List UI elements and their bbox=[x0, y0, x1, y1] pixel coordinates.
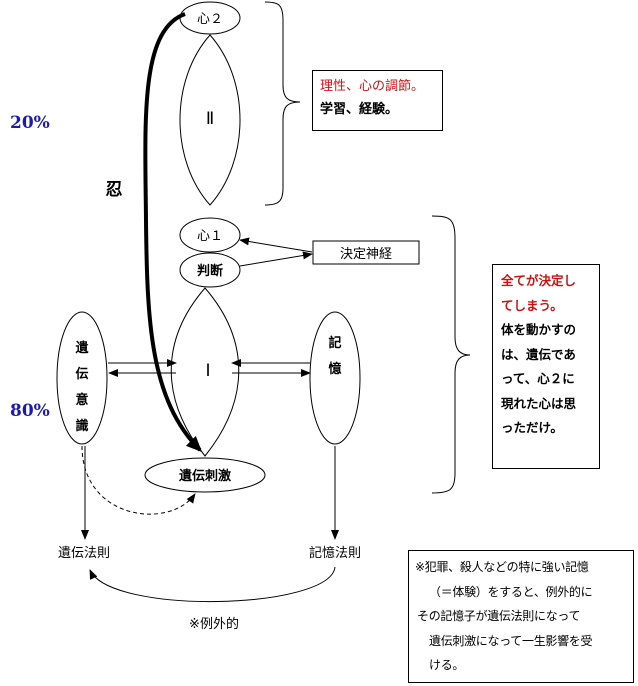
iden-ishiki-char: 遺 bbox=[75, 341, 89, 356]
lens-1 bbox=[170, 287, 240, 457]
iden-ishiki-char: 識 bbox=[75, 419, 89, 434]
kioku-char: 憶 bbox=[328, 362, 342, 377]
reason-line-1: 理性、心の調節。 bbox=[320, 79, 425, 94]
dashed-curve-arrow bbox=[81, 445, 196, 515]
determined-line: って、心２に bbox=[501, 371, 575, 386]
roman-1-label: Ⅰ bbox=[205, 361, 210, 381]
iden-ishiki-node bbox=[56, 311, 108, 445]
kokoro1-label: 心１ bbox=[197, 229, 223, 244]
note-line: ける。 bbox=[429, 658, 465, 672]
kettei-label: 決定神経 bbox=[340, 247, 392, 262]
kokoro1-node bbox=[179, 217, 241, 253]
lens-2 bbox=[179, 34, 241, 206]
handan-label: 判断 bbox=[197, 263, 223, 279]
reigaiteki-label: ※例外的 bbox=[189, 616, 239, 632]
iden-shigeki-node bbox=[144, 457, 266, 493]
determined-line: 現れた心は思 bbox=[501, 395, 577, 411]
nin-label: 忍 bbox=[106, 180, 123, 200]
kioku-label: 記 憶 bbox=[325, 331, 345, 383]
note-line: その記憶子が遺伝法則になって bbox=[417, 609, 581, 623]
note-line: 遺伝刺激になって一生影響を受 bbox=[429, 633, 593, 648]
lower-brace bbox=[431, 215, 471, 494]
note-line: （＝体験）をすると、例外的に bbox=[429, 584, 593, 599]
kioku-node bbox=[309, 311, 361, 445]
handan-node bbox=[179, 252, 241, 288]
determined-box: 全てが決定し てしまう。 体を動かすの は、遺伝であ って、心２に 現れた心は思… bbox=[492, 264, 600, 469]
iden-shigeki-label: 遺伝刺激 bbox=[178, 468, 232, 484]
iden-ishiki-char: 意 bbox=[75, 393, 89, 408]
kokoro2-label: 心２ bbox=[197, 12, 223, 27]
note-line: ※犯罪、殺人などの特に強い記憶 bbox=[415, 560, 589, 574]
percent-bottom-label: 80% bbox=[10, 401, 50, 421]
exception-curve-arrow bbox=[89, 566, 336, 602]
nin-thick-arrow bbox=[143, 12, 203, 453]
determined-line: っただけ。 bbox=[501, 420, 563, 435]
determined-red-2: てしまう。 bbox=[501, 297, 563, 313]
iden-hosoku-label: 遺伝法則 bbox=[58, 546, 110, 561]
kioku-char: 記 bbox=[328, 336, 342, 351]
reason-box: 理性、心の調節。 学習、経験。 bbox=[312, 70, 443, 131]
determined-red-1: 全てが決定し bbox=[501, 273, 577, 288]
determined-line: 体を動かすの bbox=[501, 322, 577, 337]
upper-brace bbox=[264, 1, 301, 206]
kettei-box bbox=[312, 240, 420, 265]
kettei-to-kokoro1-arrow bbox=[239, 237, 313, 253]
kioku-hosoku-label: 記憶法則 bbox=[309, 545, 361, 561]
percent-top-label: 20% bbox=[10, 113, 50, 133]
reason-line-2: 学習、経験。 bbox=[320, 102, 399, 117]
handan-to-kettei-arrow bbox=[239, 251, 313, 267]
iden-ishiki-label: 遺 伝 意 識 bbox=[72, 336, 92, 440]
roman-2-label: Ⅱ bbox=[206, 109, 214, 129]
iden-ishiki-char: 伝 bbox=[75, 367, 89, 382]
note-box: ※犯罪、殺人などの特に強い記憶 （＝体験）をすると、例外的に その記憶子が遺伝法… bbox=[408, 550, 634, 683]
determined-line: は、遺伝であ bbox=[501, 346, 576, 362]
